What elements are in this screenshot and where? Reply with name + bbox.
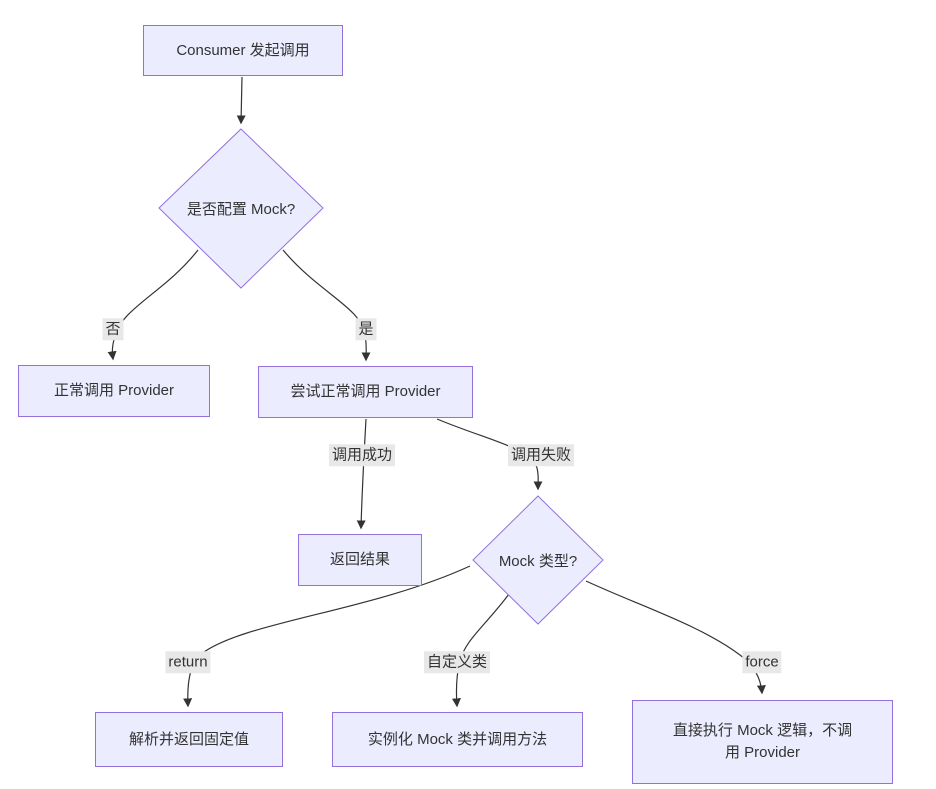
- node-label: 正常调用 Provider: [53, 382, 175, 400]
- edge-custom-class-to-instantiate-mock-class: [451, 593, 510, 708]
- edge-return-to-parse-return-fixed-value: [183, 565, 471, 708]
- node-label: 尝试正常调用 Provider: [290, 383, 441, 401]
- node-normal-call-provider: 正常调用 Provider: [18, 365, 210, 417]
- edge-label-force: force: [742, 651, 782, 673]
- edge-no-to-normal-call-provider: [107, 249, 199, 361]
- edge-yes-to-try-normal-call-provider: [282, 249, 371, 362]
- edge-label-yes: 是: [355, 318, 377, 340]
- node-label: 解析并返回固定值: [128, 730, 249, 748]
- node-execute-mock-logic: 直接执行 Mock 逻辑，不调用 Provider: [632, 700, 893, 784]
- node-consumer: Consumer 发起调用: [143, 25, 343, 76]
- node-mock-type-shape: [472, 495, 604, 625]
- node-return-result: 返回结果: [298, 534, 422, 586]
- edge-label-custom-class: 自定义类: [423, 651, 491, 673]
- node-parse-return-fixed-value: 解析并返回固定值: [95, 712, 283, 767]
- edge-label-call-success: 调用成功: [328, 444, 396, 466]
- edge-label-no: 否: [102, 318, 124, 340]
- node-instantiate-mock-class: 实例化 Mock 类并调用方法: [332, 712, 583, 767]
- node-try-normal-call-provider: 尝试正常调用 Provider: [258, 366, 473, 418]
- node-label: 返回结果: [329, 551, 390, 569]
- edge-label-return: return: [165, 651, 211, 673]
- edge-consumer-to-is-mock-configured: [236, 76, 246, 125]
- edge-success-to-return-result: [356, 418, 367, 530]
- node-label: 直接执行 Mock 逻辑，不调用 Provider: [672, 722, 853, 761]
- node-label: 实例化 Mock 类并调用方法: [367, 730, 548, 748]
- edge-label-call-fail: 调用失败: [507, 444, 575, 466]
- node-label: Consumer 发起调用: [176, 41, 310, 59]
- edge-force-to-execute-mock-logic: [585, 580, 766, 695]
- node-is-mock-configured-shape: [158, 128, 324, 289]
